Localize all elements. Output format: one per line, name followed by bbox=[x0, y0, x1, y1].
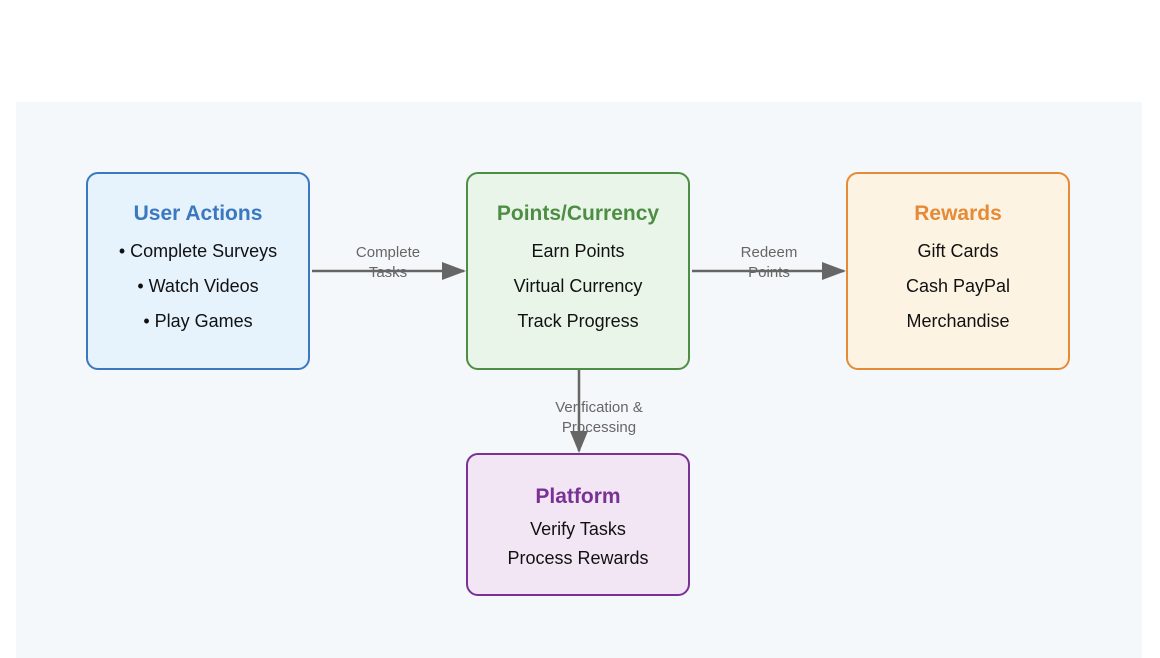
node-line: Track Progress bbox=[517, 311, 639, 331]
arrowhead-complete-tasks bbox=[442, 262, 466, 280]
arrowhead-verification bbox=[570, 431, 588, 453]
node-rewards: Rewards Gift Cards Cash PayPal Merchandi… bbox=[846, 172, 1070, 370]
node-line: Earn Points bbox=[531, 241, 625, 261]
node-line: Cash PayPal bbox=[905, 276, 1011, 296]
node-line: Merchandise bbox=[906, 311, 1010, 331]
arrowhead-redeem-points bbox=[822, 262, 846, 280]
node-points-currency: Points/Currency Earn Points Virtual Curr… bbox=[466, 172, 690, 370]
node-line: Virtual Currency bbox=[513, 276, 643, 296]
edge-label-complete-tasks: Complete Tasks bbox=[338, 243, 438, 283]
node-line: • Complete Surveys bbox=[118, 241, 278, 261]
edge-label-line: Redeem bbox=[740, 244, 798, 261]
node-line: • Watch Videos bbox=[137, 276, 259, 296]
node-line: Verify Tasks bbox=[530, 519, 626, 539]
node-title: Rewards bbox=[914, 202, 1002, 225]
node-line: • Play Games bbox=[143, 311, 253, 331]
edge-label-line: Verification & bbox=[555, 399, 643, 416]
edge-label-line: Processing bbox=[561, 419, 637, 436]
node-line: Process Rewards bbox=[507, 548, 649, 568]
node-title: Platform bbox=[535, 485, 621, 508]
edge-label-redeem-points: Redeem Points bbox=[719, 243, 819, 283]
node-title: User Actions bbox=[133, 202, 263, 225]
node-title: Points/Currency bbox=[496, 202, 660, 225]
edge-label-verification: Verification & Processing bbox=[539, 398, 659, 438]
edge-label-line: Tasks bbox=[368, 264, 408, 281]
edge-label-line: Points bbox=[748, 264, 790, 281]
node-user-actions: User Actions • Complete Surveys • Watch … bbox=[86, 172, 310, 370]
edge-label-line: Complete bbox=[355, 244, 421, 261]
node-platform: Platform Verify Tasks Process Rewards bbox=[466, 453, 690, 596]
node-line: Gift Cards bbox=[917, 241, 999, 261]
